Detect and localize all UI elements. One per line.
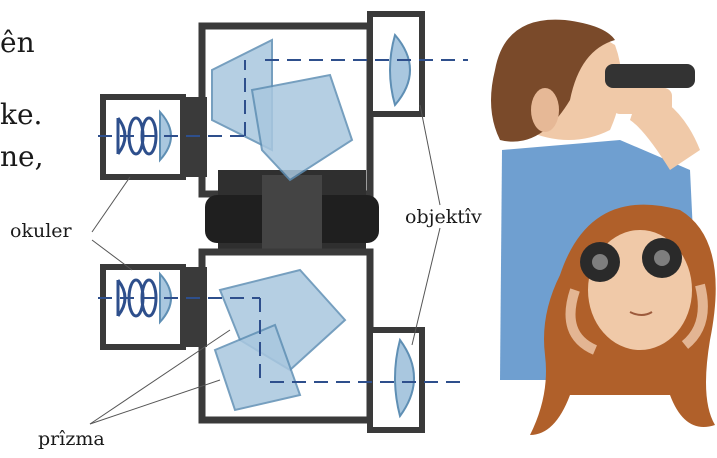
binocular-cross-section	[90, 14, 468, 430]
objective-leader-lower	[412, 228, 440, 345]
objective-leader-upper	[420, 105, 440, 205]
boy-binoculars	[605, 64, 695, 88]
eyepiece-leader-upper	[92, 177, 130, 232]
boy-ear	[531, 88, 559, 132]
girl-binocular-right-lens	[654, 250, 670, 266]
lower-connector	[183, 267, 207, 347]
girl-binocular-left-lens	[592, 254, 608, 270]
